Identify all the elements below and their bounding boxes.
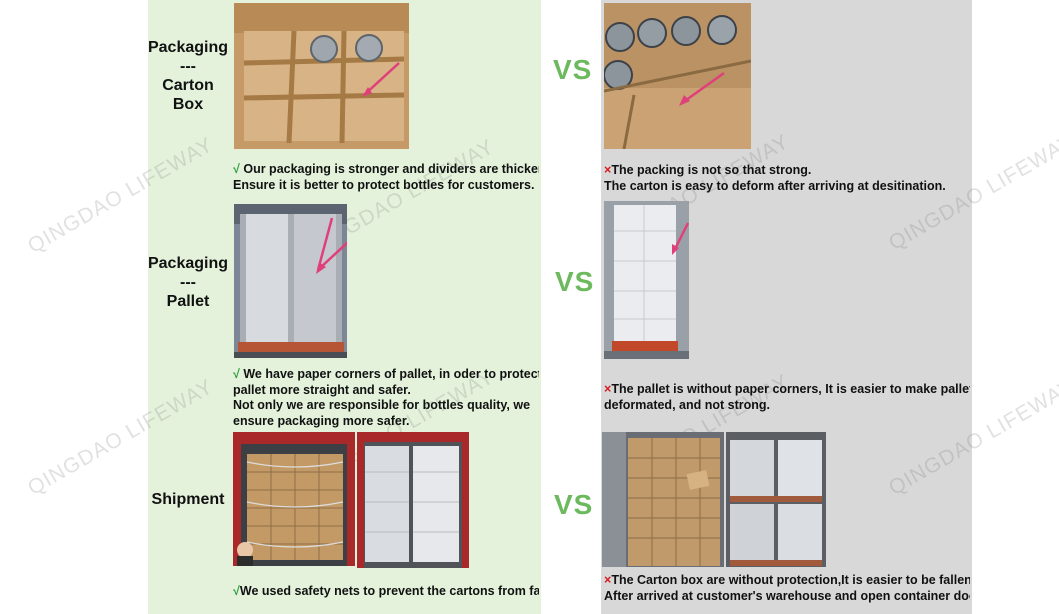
cross-mark-icon: × <box>604 573 612 587</box>
check-mark-icon: √ <box>233 584 240 598</box>
our-container-pallets-photo <box>357 432 469 568</box>
our-pallet-photo <box>234 204 347 358</box>
competitor-pallet-caption: ×The pallet is without paper corners, It… <box>604 382 970 412</box>
our-carton-dividers-photo <box>234 3 409 149</box>
vs-label: VS <box>555 266 595 297</box>
cross-mark-icon: × <box>604 163 612 177</box>
check-mark-icon: √ <box>233 162 240 176</box>
competitor-carton-photo <box>604 3 751 149</box>
cross-mark-icon: × <box>604 382 612 396</box>
section-label-pallet: Packaging --- Pallet <box>147 255 229 310</box>
competitor-pallet-photo <box>604 201 689 359</box>
competitor-container-pallets-photo <box>726 432 826 567</box>
vs-label: VS <box>553 54 593 85</box>
section-label-shipment: Shipment <box>151 491 225 508</box>
our-container-netting-photo <box>233 432 355 566</box>
check-mark-icon: √ <box>233 367 240 381</box>
competitor-carton-caption: ×The packing is not so that strong. The … <box>604 163 946 193</box>
competitor-container-cartons-photo <box>602 432 724 567</box>
our-carton-caption: √ Our packaging is stronger and dividers… <box>233 162 539 192</box>
vs-label: VS <box>554 489 594 520</box>
section-label-carton-box: Packaging --- Carton Box <box>147 39 229 113</box>
our-pallet-caption: √ We have paper corners of pallet, in od… <box>233 367 539 428</box>
competitor-shipment-caption: ×The Carton box are without protection,I… <box>604 573 970 603</box>
our-shipment-caption: √We used safety nets to prevent the cart… <box>233 584 539 598</box>
